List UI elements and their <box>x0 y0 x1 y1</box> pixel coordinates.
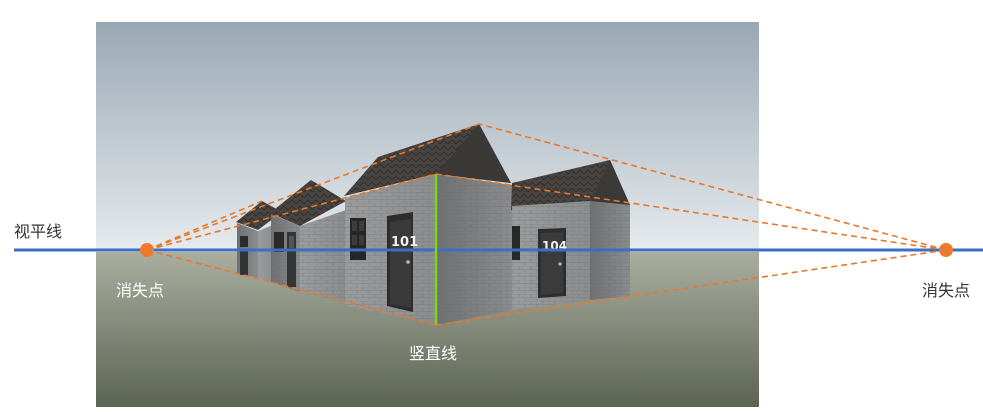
vanishing-point-label-right: 消失点 <box>922 277 970 301</box>
door-number-101: 101 <box>391 235 418 250</box>
horizon-label: 视平线 <box>14 218 62 242</box>
vertical-line-label: 竖直线 <box>409 340 457 364</box>
house-right <box>511 160 630 310</box>
vanishing-point-label-left: 消失点 <box>116 277 164 301</box>
vanishing-point-left <box>140 243 154 257</box>
vanishing-point-right <box>939 243 953 257</box>
